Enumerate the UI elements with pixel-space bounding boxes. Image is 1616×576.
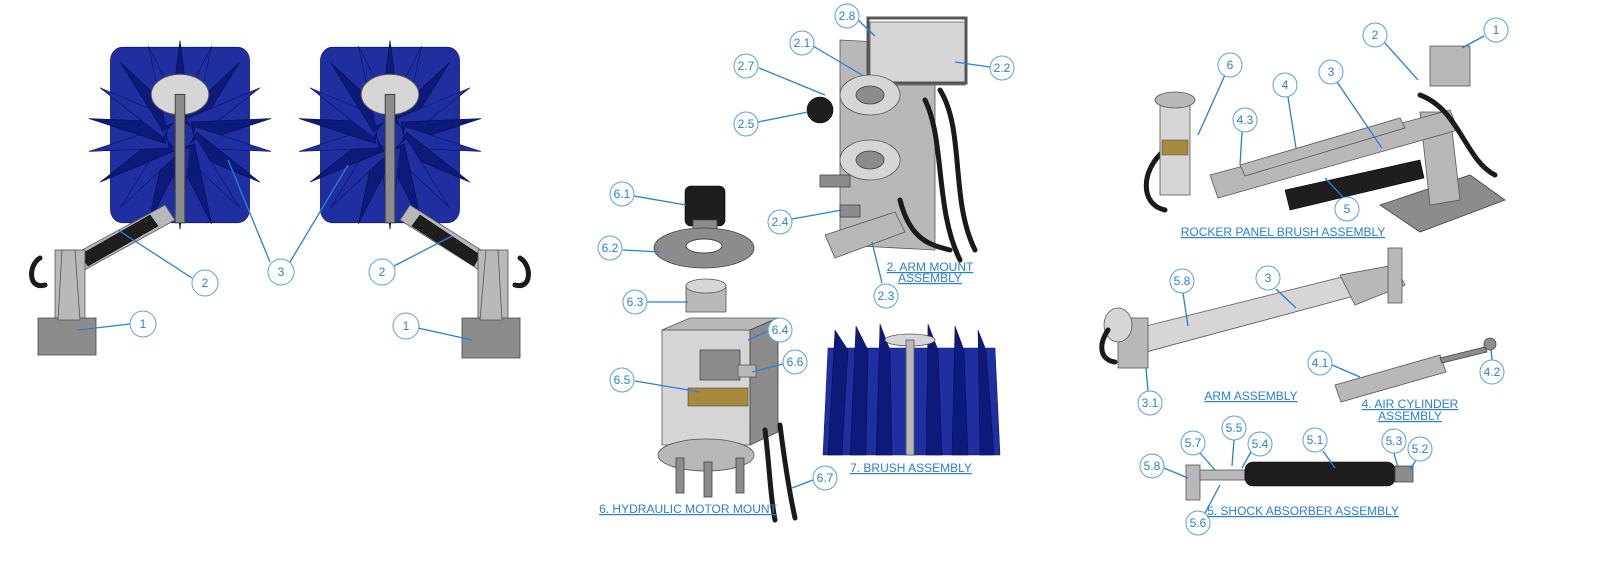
callout-6-7: 6.7 (817, 471, 834, 485)
left-brush (86, 40, 274, 230)
callout-a3: 3 (1265, 271, 1272, 285)
callout-1-right: 1 (403, 319, 410, 333)
callout-s5-3: 5.3 (1386, 434, 1403, 448)
right-arm-stand (399, 204, 531, 359)
callout-6-2: 6.2 (602, 241, 619, 255)
callout-6-3: 6.3 (627, 295, 644, 309)
callout-6-4: 6.4 (772, 323, 789, 337)
hydraulic-motor-group: 6.1 6.2 6.3 6.4 6.5 6.6 6.7 6. HYDRAULIC… (597, 181, 838, 523)
hydraulic-title: 6. HYDRAULIC MOTOR MOUNT (599, 502, 777, 516)
callout-2-5: 2.5 (738, 117, 755, 131)
callout-s5-6: 5.6 (1190, 516, 1207, 530)
brush-title: 7. BRUSH ASSEMBLY (850, 461, 972, 475)
callout-c4-2: 4.2 (1484, 365, 1501, 379)
callout-r4: 4 (1282, 78, 1289, 92)
rocker-title: ROCKER PANEL BRUSH ASSEMBLY (1181, 225, 1386, 239)
callout-r4-3: 4.3 (1237, 113, 1254, 127)
callout-r2: 2 (1372, 28, 1379, 42)
arm-mount-group: 2.8 2.1 2.2 2.7 2.5 2.4 2.3 2. ARM MOUNT… (733, 3, 1015, 309)
cylinder-title-2: ASSEMBLY (1378, 409, 1442, 423)
brush-assembly-group: 7. BRUSH ASSEMBLY (822, 323, 1001, 475)
callout-2-3: 2.3 (878, 289, 895, 303)
callout-2-1: 2.1 (794, 36, 811, 50)
callout-r6: 6 (1227, 58, 1234, 72)
callout-2-right: 2 (379, 265, 386, 279)
callout-2-2: 2.2 (994, 61, 1011, 75)
arm-assembly-group: 5.8 3 3.1 ARM ASSEMBLY (1099, 247, 1406, 416)
callout-s5-8: 5.8 (1144, 459, 1161, 473)
callout-2-7: 2.7 (738, 59, 755, 73)
shock-absorber-group: 5.8 5.7 5.5 5.4 5.1 5.3 5.2 5.6 5. SHOCK… (1139, 415, 1433, 536)
rocker-panel-group: 1 2 3 4 4.3 5 6 ROCKER PANEL BRUSH ASSEM… (1143, 17, 1509, 239)
callout-2: 2 (202, 276, 209, 290)
callout-3: 3 (278, 265, 285, 279)
arm-mount-title-2: ASSEMBLY (898, 271, 962, 285)
callout-2-4: 2.4 (772, 215, 789, 229)
callout-r1: 1 (1493, 23, 1500, 37)
callout-r5: 5 (1344, 202, 1351, 216)
callout-c4-1: 4.1 (1312, 356, 1329, 370)
cylinder-title: 4. AIR CYLINDER (1362, 397, 1459, 411)
brush-blades (827, 323, 995, 456)
callout-6-1: 6.1 (614, 187, 631, 201)
callout-r3: 3 (1328, 65, 1335, 79)
air-cylinder-group: 4.1 4.2 4. AIR CYLINDER ASSEMBLY (1307, 337, 1505, 423)
right-brush (296, 40, 484, 230)
shock-title: 5. SHOCK ABSORBER ASSEMBLY (1207, 504, 1399, 518)
callout-s5-2: 5.2 (1412, 442, 1429, 456)
arm-mount-title: 2. ARM MOUNT (887, 260, 974, 274)
callout-s5-7: 5.7 (1185, 436, 1202, 450)
callout-6-5: 6.5 (614, 373, 631, 387)
callout-a5-8: 5.8 (1174, 274, 1191, 288)
callout-6-6: 6.6 (787, 355, 804, 369)
overview-group: 1 2 3 2 1 (29, 40, 531, 359)
left-arm-stand (29, 204, 176, 356)
arm-title: ARM ASSEMBLY (1204, 389, 1297, 403)
callout-s5-4: 5.4 (1252, 437, 1269, 451)
callout-1: 1 (140, 317, 147, 331)
callout-s5-5: 5.5 (1226, 421, 1243, 435)
callout-2-8: 2.8 (839, 9, 856, 23)
callout-s5-1: 5.1 (1307, 433, 1324, 447)
callout-a3-1: 3.1 (1142, 396, 1159, 410)
